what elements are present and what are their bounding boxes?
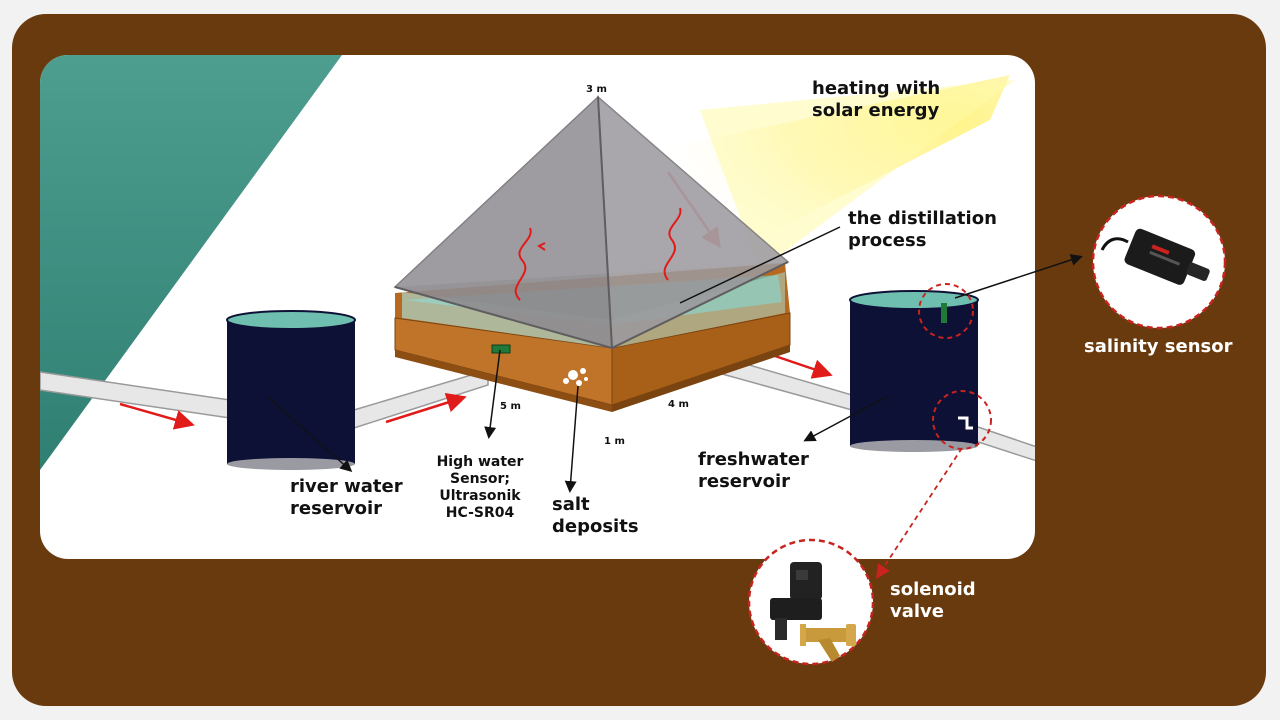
glass-pyramid (393, 95, 790, 350)
flow-arrow (385, 392, 467, 424)
salt-deposit-dots (563, 368, 588, 386)
sensor-callout-ring (918, 283, 974, 339)
label-freshwater-reservoir: freshwater reservoir (698, 449, 809, 492)
pointer-salinity-sensor (954, 254, 1083, 299)
river-water-tank (226, 310, 356, 470)
pointer-water-sensor (484, 349, 501, 439)
pointer-salt-deposits (564, 385, 579, 493)
label-river-reservoir: river water reservoir (290, 476, 403, 519)
dimension-length: 5 m (500, 401, 521, 412)
pointer-freshwater-reservoir (803, 395, 889, 442)
flow-arrow (771, 353, 833, 379)
teal-slope (40, 55, 342, 470)
dimension-width: 4 m (668, 399, 689, 410)
solenoid-valve-inset (747, 538, 875, 666)
pointer-distillation (679, 226, 841, 304)
label-distillation: the distillation process (848, 208, 997, 251)
freshwater-tank (849, 290, 979, 452)
label-salt-deposits: salt deposits (552, 494, 639, 537)
label-heating: heating with solar energy (812, 78, 941, 121)
flow-arrow (119, 402, 195, 430)
pointer-solenoid-valve (876, 447, 963, 580)
label-salinity-sensor: salinity sensor (1084, 336, 1233, 357)
label-water-sensor: High water Sensor; Ultrasonik HC-SR04 (436, 454, 524, 521)
dimension-depth: 1 m (604, 436, 625, 447)
pointer-river-reservoir (267, 396, 353, 472)
label-solenoid-valve: solenoid valve (890, 579, 976, 622)
salinity-sensor-inset (1091, 194, 1227, 330)
water-level-sensor (491, 344, 511, 354)
dimension-height: 3 m (586, 84, 607, 95)
